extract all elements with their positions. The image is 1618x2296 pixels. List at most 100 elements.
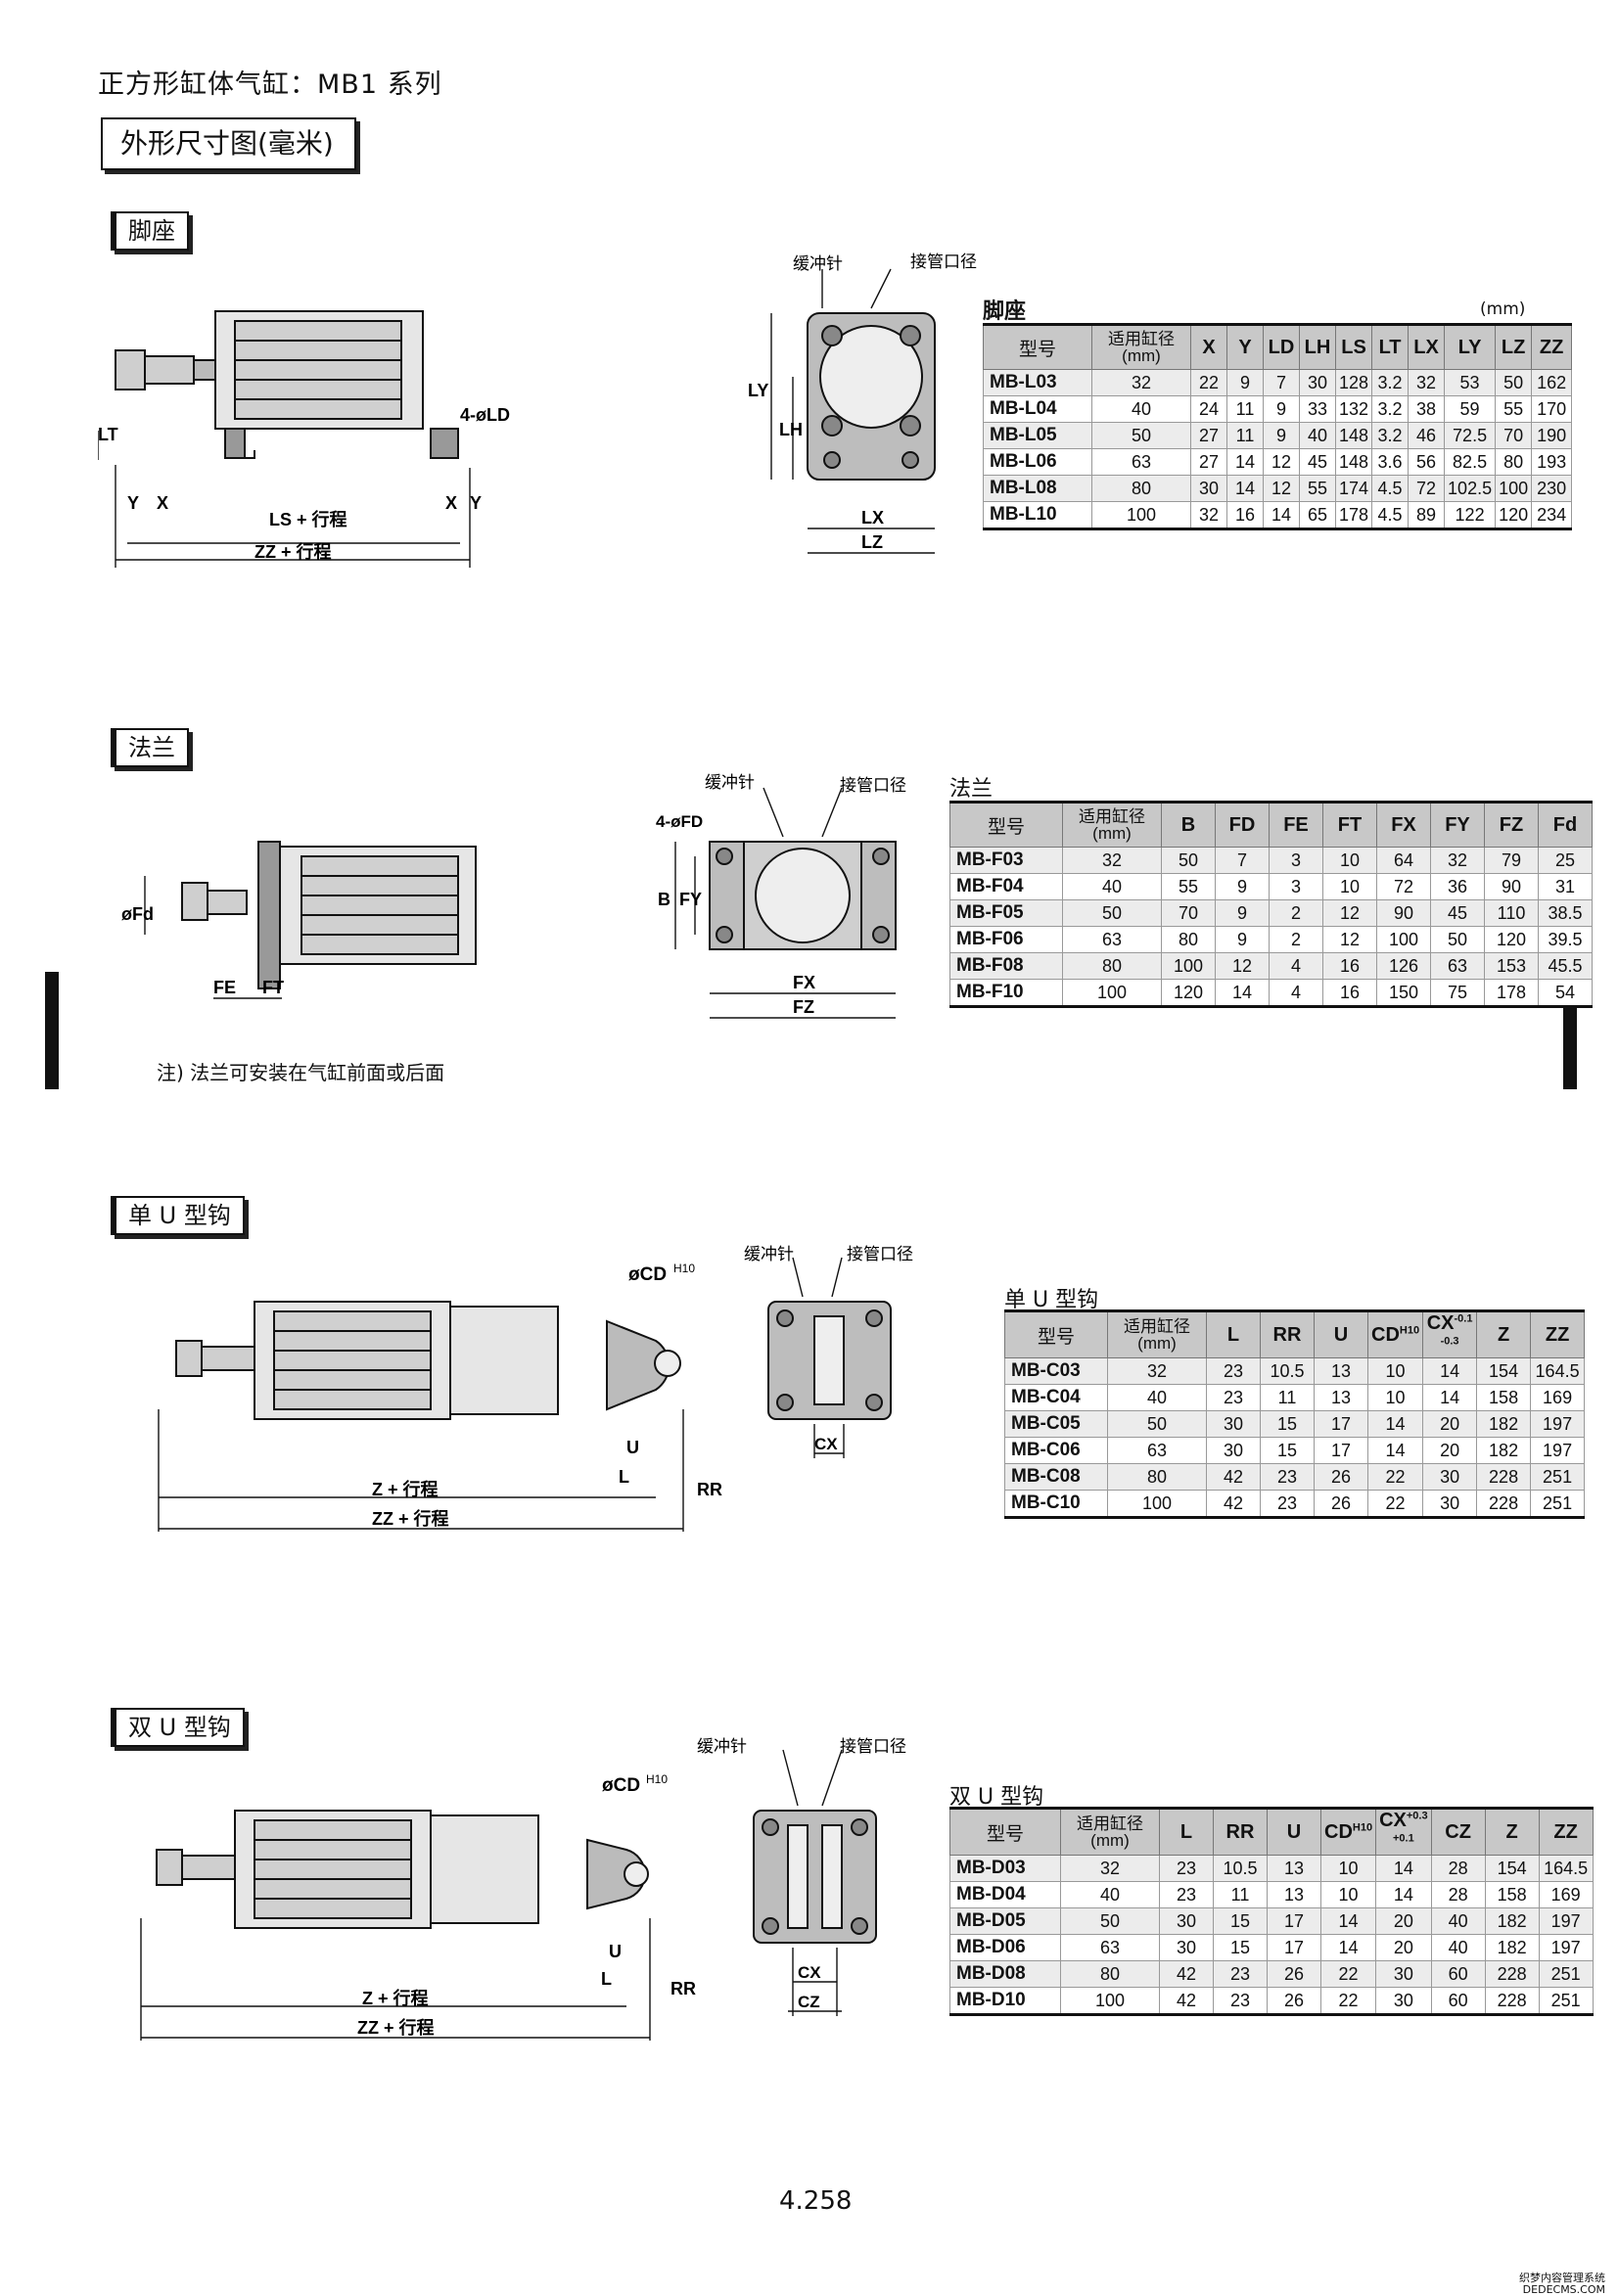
table-header-cell: B — [1161, 802, 1216, 848]
table-cell: 230 — [1531, 475, 1573, 502]
foot-end-drawing: 缓冲针 接管口径 LY LH LX LZ — [748, 253, 977, 554]
table-cell: 228 — [1484, 1960, 1540, 1988]
watermark-line1: 织梦内容管理系统 — [1519, 2272, 1605, 2284]
table-cell: 90 — [1484, 873, 1539, 900]
table-header-cell: FX — [1376, 802, 1431, 848]
table-header-text: FZ — [1499, 813, 1524, 836]
table-cell: 30 — [1299, 369, 1336, 396]
table-cell: 32 — [1091, 369, 1191, 396]
table-header-text: L — [1179, 1820, 1193, 1843]
table-cell: 7 — [1263, 369, 1300, 396]
table-cell: 10.5 — [1213, 1855, 1268, 1882]
foot-table-title: 脚座 — [983, 299, 1027, 324]
double-clevis-dim-cz: CZ — [798, 1993, 820, 2011]
table-cell: 25 — [1538, 847, 1593, 874]
table-cell: 169 — [1538, 1881, 1594, 1908]
table-cell: 50 — [1062, 899, 1162, 927]
table-cell: 15 — [1213, 1907, 1268, 1935]
foot-dim-y2: Y — [470, 493, 482, 513]
foot-callout-cushion: 缓冲针 — [793, 254, 843, 273]
table-cell: 153 — [1484, 952, 1539, 980]
table-cell: 4.5 — [1371, 475, 1410, 502]
single-clevis-dim-cx: CX — [814, 1435, 838, 1453]
table-cell: 197 — [1530, 1437, 1586, 1464]
table-header-cell: FE — [1269, 802, 1323, 848]
table-cell: 10 — [1322, 873, 1377, 900]
table-cell: 30 — [1422, 1463, 1478, 1491]
foot-dim-lh: LH — [779, 420, 803, 439]
table-cell: 14 — [1422, 1357, 1478, 1385]
single-clevis-dim-cd: øCD — [628, 1264, 667, 1285]
table-cell: 32 — [1190, 501, 1227, 529]
table-cell: 40 — [1062, 873, 1162, 900]
flange-end-drawing: 缓冲针 接管口径 4-øFD B FY FX FZ — [656, 773, 906, 1019]
table-header-cell: RR — [1213, 1808, 1268, 1856]
table-cell: 63 — [1091, 448, 1191, 476]
table-cell: 170 — [1531, 395, 1573, 423]
table-header-cell: 型号 — [949, 802, 1063, 848]
table-cell: 20 — [1375, 1907, 1432, 1935]
table-cell: 182 — [1484, 1907, 1540, 1935]
single-clevis-end-drawing: 缓冲针 接管口径 CX — [744, 1245, 913, 1458]
table-cell: 40 — [1430, 1934, 1486, 1961]
single-clevis-dim-u: U — [626, 1438, 639, 1457]
table-cell: 169 — [1530, 1384, 1586, 1411]
table-cell: 10 — [1366, 1357, 1424, 1385]
foot-dim-zz: ZZ + 行程 — [254, 541, 332, 562]
table-cell: 122 — [1444, 501, 1497, 529]
table-cell: 182 — [1476, 1437, 1532, 1464]
table-cell: 63 — [1430, 952, 1485, 980]
table-cell: 4.5 — [1371, 501, 1410, 529]
table-cell: 42 — [1206, 1463, 1261, 1491]
table-cell: 70 — [1161, 899, 1216, 927]
table-header-cell: ZZ — [1531, 324, 1573, 370]
table-header-cell: L — [1206, 1310, 1261, 1358]
table-model-cell: MB-F06 — [949, 926, 1063, 953]
table-cell: 64 — [1376, 847, 1431, 874]
foot-table-unit: (mm) — [1480, 299, 1526, 319]
table-cell: 45 — [1299, 448, 1336, 476]
table-cell: 178 — [1334, 501, 1373, 529]
table-header-cell: U — [1314, 1310, 1368, 1358]
table-cell: 3.6 — [1371, 448, 1410, 476]
foot-callout-port: 接管口径 — [910, 253, 977, 271]
table-cell: 17 — [1314, 1410, 1368, 1438]
double-clevis-callout-port: 接管口径 — [840, 1737, 906, 1756]
table-cell: 55 — [1299, 475, 1336, 502]
table-cell: 9 — [1263, 422, 1300, 449]
table-header-tolerance: H10 — [1399, 1323, 1420, 1336]
table-cell: 40 — [1430, 1907, 1486, 1935]
table-cell: 80 — [1091, 475, 1191, 502]
table-header-cell: LT — [1371, 324, 1410, 370]
table-cell: 7 — [1215, 847, 1270, 874]
table-cell: 10 — [1319, 1881, 1377, 1908]
table-cell: 126 — [1376, 952, 1431, 980]
table-header-text: (mm) — [1122, 346, 1161, 365]
double-clevis-dim-u: U — [609, 1942, 622, 1961]
table-cell: 90 — [1376, 899, 1431, 927]
table-cell: 100 — [1060, 1987, 1160, 2015]
table-header-cell: RR — [1260, 1310, 1315, 1358]
table-cell: 27 — [1190, 448, 1227, 476]
single-clevis-dim-cd-sup: H10 — [673, 1263, 695, 1275]
foot-dim-ls: LS + 行程 — [269, 509, 347, 529]
table-header-text: CD — [1324, 1820, 1353, 1843]
double-clevis-dim-zz: ZZ + 行程 — [357, 2017, 435, 2038]
page-title: 正方形缸体气缸：MB1 系列 — [98, 69, 442, 100]
table-header-text: CX — [1379, 1810, 1407, 1831]
table-cell: 158 — [1476, 1384, 1532, 1411]
table-model-cell: MB-L10 — [983, 501, 1092, 529]
table-cell: 50 — [1060, 1907, 1160, 1935]
table-cell: 3.2 — [1371, 395, 1410, 423]
table-header-cell: 型号 — [949, 1808, 1061, 1856]
table-cell: 50 — [1107, 1410, 1207, 1438]
table-header-cell: LX — [1408, 324, 1446, 370]
table-cell: 46 — [1408, 422, 1446, 449]
table-header-text: LT — [1378, 336, 1402, 358]
table-header-text: 适用缸径 — [1077, 1814, 1143, 1833]
